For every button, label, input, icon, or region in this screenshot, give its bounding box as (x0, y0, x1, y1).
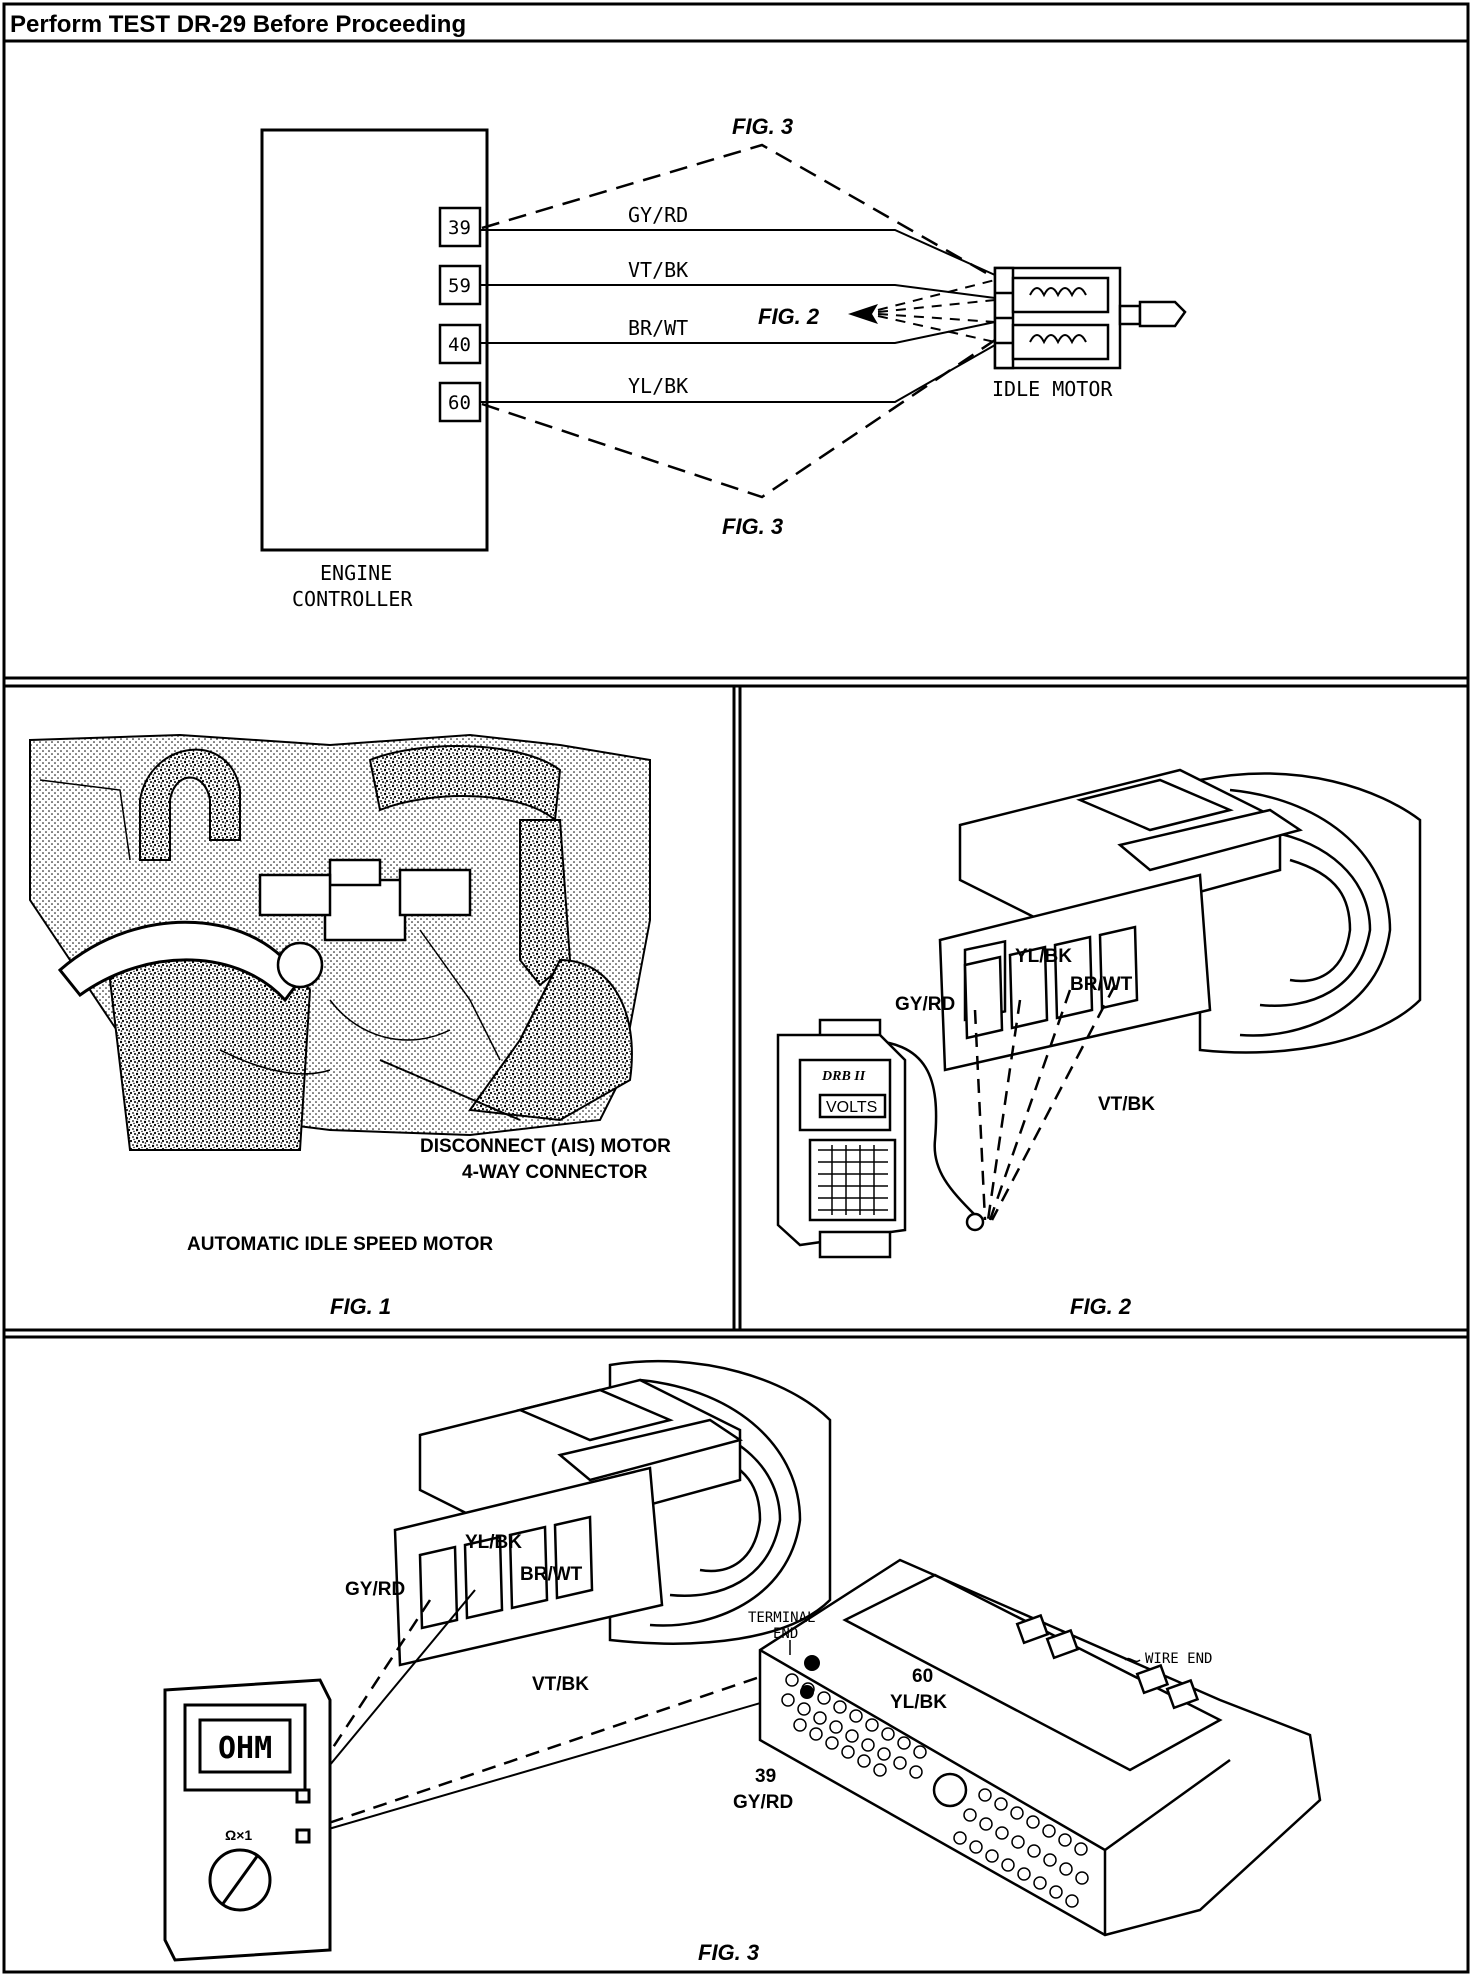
pin60-wire: YL/BK (890, 1692, 947, 1713)
fig3-wire-vtbk: VT/BK (532, 1674, 589, 1695)
fig1-callout-line1: DISCONNECT (AIS) MOTOR (420, 1136, 671, 1157)
fig1-engine-illustration (29, 733, 651, 1151)
fig3-connector-cavities (418, 1515, 594, 1630)
controller-pins (438, 206, 482, 423)
fig2-label: FIG. 2 (1070, 1294, 1132, 1319)
wire-end-leader (1124, 1657, 1141, 1663)
terminal-end-line2: END (773, 1626, 798, 1642)
wires (480, 229, 996, 403)
pin-59: 59 (448, 275, 471, 297)
wiring-schematic: 39 59 40 60 ENGINE CONTROLLER GY/RD VT/B… (260, 114, 1187, 611)
controller-connector-illustration (758, 1558, 1322, 1937)
motor-coils (1029, 287, 1087, 345)
fig2-reference-lines (877, 279, 996, 343)
pin39-number: 39 (755, 1766, 776, 1787)
fig1-callout-line2: 4-WAY CONNECTOR (462, 1162, 648, 1183)
engine-detail-lines (39, 779, 501, 1075)
fig3-top-label: FIG. 3 (732, 114, 793, 139)
hose-loop (139, 748, 241, 861)
fig3-wire-gyrd: GY/RD (345, 1579, 405, 1600)
fig3-bottom-label: FIG. 3 (722, 514, 783, 539)
lower-block (468, 958, 633, 1122)
fig2-wire-vtbk: VT/BK (1098, 1094, 1155, 1115)
callout-leader (379, 1059, 521, 1121)
fig3-label: FIG. 3 (698, 1940, 759, 1965)
wire-label-ylbk: YL/BK (628, 374, 688, 398)
drb-tester-icon (776, 1018, 985, 1259)
controller-label-line1: ENGINE (320, 561, 392, 585)
connector-terminals (781, 1673, 1089, 1908)
probed-terminals (800, 1655, 820, 1699)
pin-40: 40 (448, 334, 471, 356)
wire-label-vtbk: VT/BK (628, 258, 688, 282)
fig3-reference-lines (481, 143, 996, 499)
fig3-wire-brwt: BR/WT (520, 1564, 583, 1585)
fig2-reference-label: FIG. 2 (758, 304, 820, 329)
pin-60: 60 (448, 392, 471, 414)
tester-keypad (818, 1145, 888, 1215)
ohmmeter-range: Ω×1 (225, 1827, 252, 1843)
pin-39: 39 (448, 217, 471, 239)
engine-controller-box (260, 128, 489, 552)
pin39-wire: GY/RD (733, 1792, 793, 1813)
ohmmeter-icon (163, 1678, 332, 1962)
controller-label-line2: CONTROLLER (292, 587, 413, 611)
idle-motor-label: IDLE MOTOR (992, 377, 1113, 401)
tester-brand: DRB II (821, 1069, 866, 1084)
fig2-wire-ylbk: YL/BK (1015, 946, 1072, 967)
fig3-aisconnector-illustration (393, 1359, 832, 1667)
fig2-probe-dashes (973, 984, 1117, 1221)
wire-label-brwt: BR/WT (628, 316, 688, 340)
ohmmeter-display: OHM (218, 1731, 272, 1766)
fig2-arrow (848, 304, 878, 324)
wire-end-label: WIRE END (1145, 1651, 1212, 1667)
fig2-wire-brwt: BR/WT (1070, 974, 1133, 995)
fig1-label: FIG. 1 (330, 1294, 391, 1319)
upper-hose (368, 745, 562, 823)
wire-label-gyrd: GY/RD (628, 203, 688, 227)
tester-lead (859, 1038, 976, 1216)
tester-display: VOLTS (826, 1099, 877, 1116)
ais-motor-shape (258, 858, 472, 989)
fig3-wire-ylbk: YL/BK (465, 1532, 522, 1553)
idle-motor-icon (993, 266, 1187, 370)
fig2-wire-gyrd: GY/RD (895, 994, 955, 1015)
page-title: Perform TEST DR-29 Before Proceeding (10, 11, 466, 38)
pin60-number: 60 (912, 1666, 933, 1687)
terminal-end-line1: TERMINAL (748, 1610, 815, 1626)
fig1-caption: AUTOMATIC IDLE SPEED MOTOR (187, 1234, 493, 1255)
